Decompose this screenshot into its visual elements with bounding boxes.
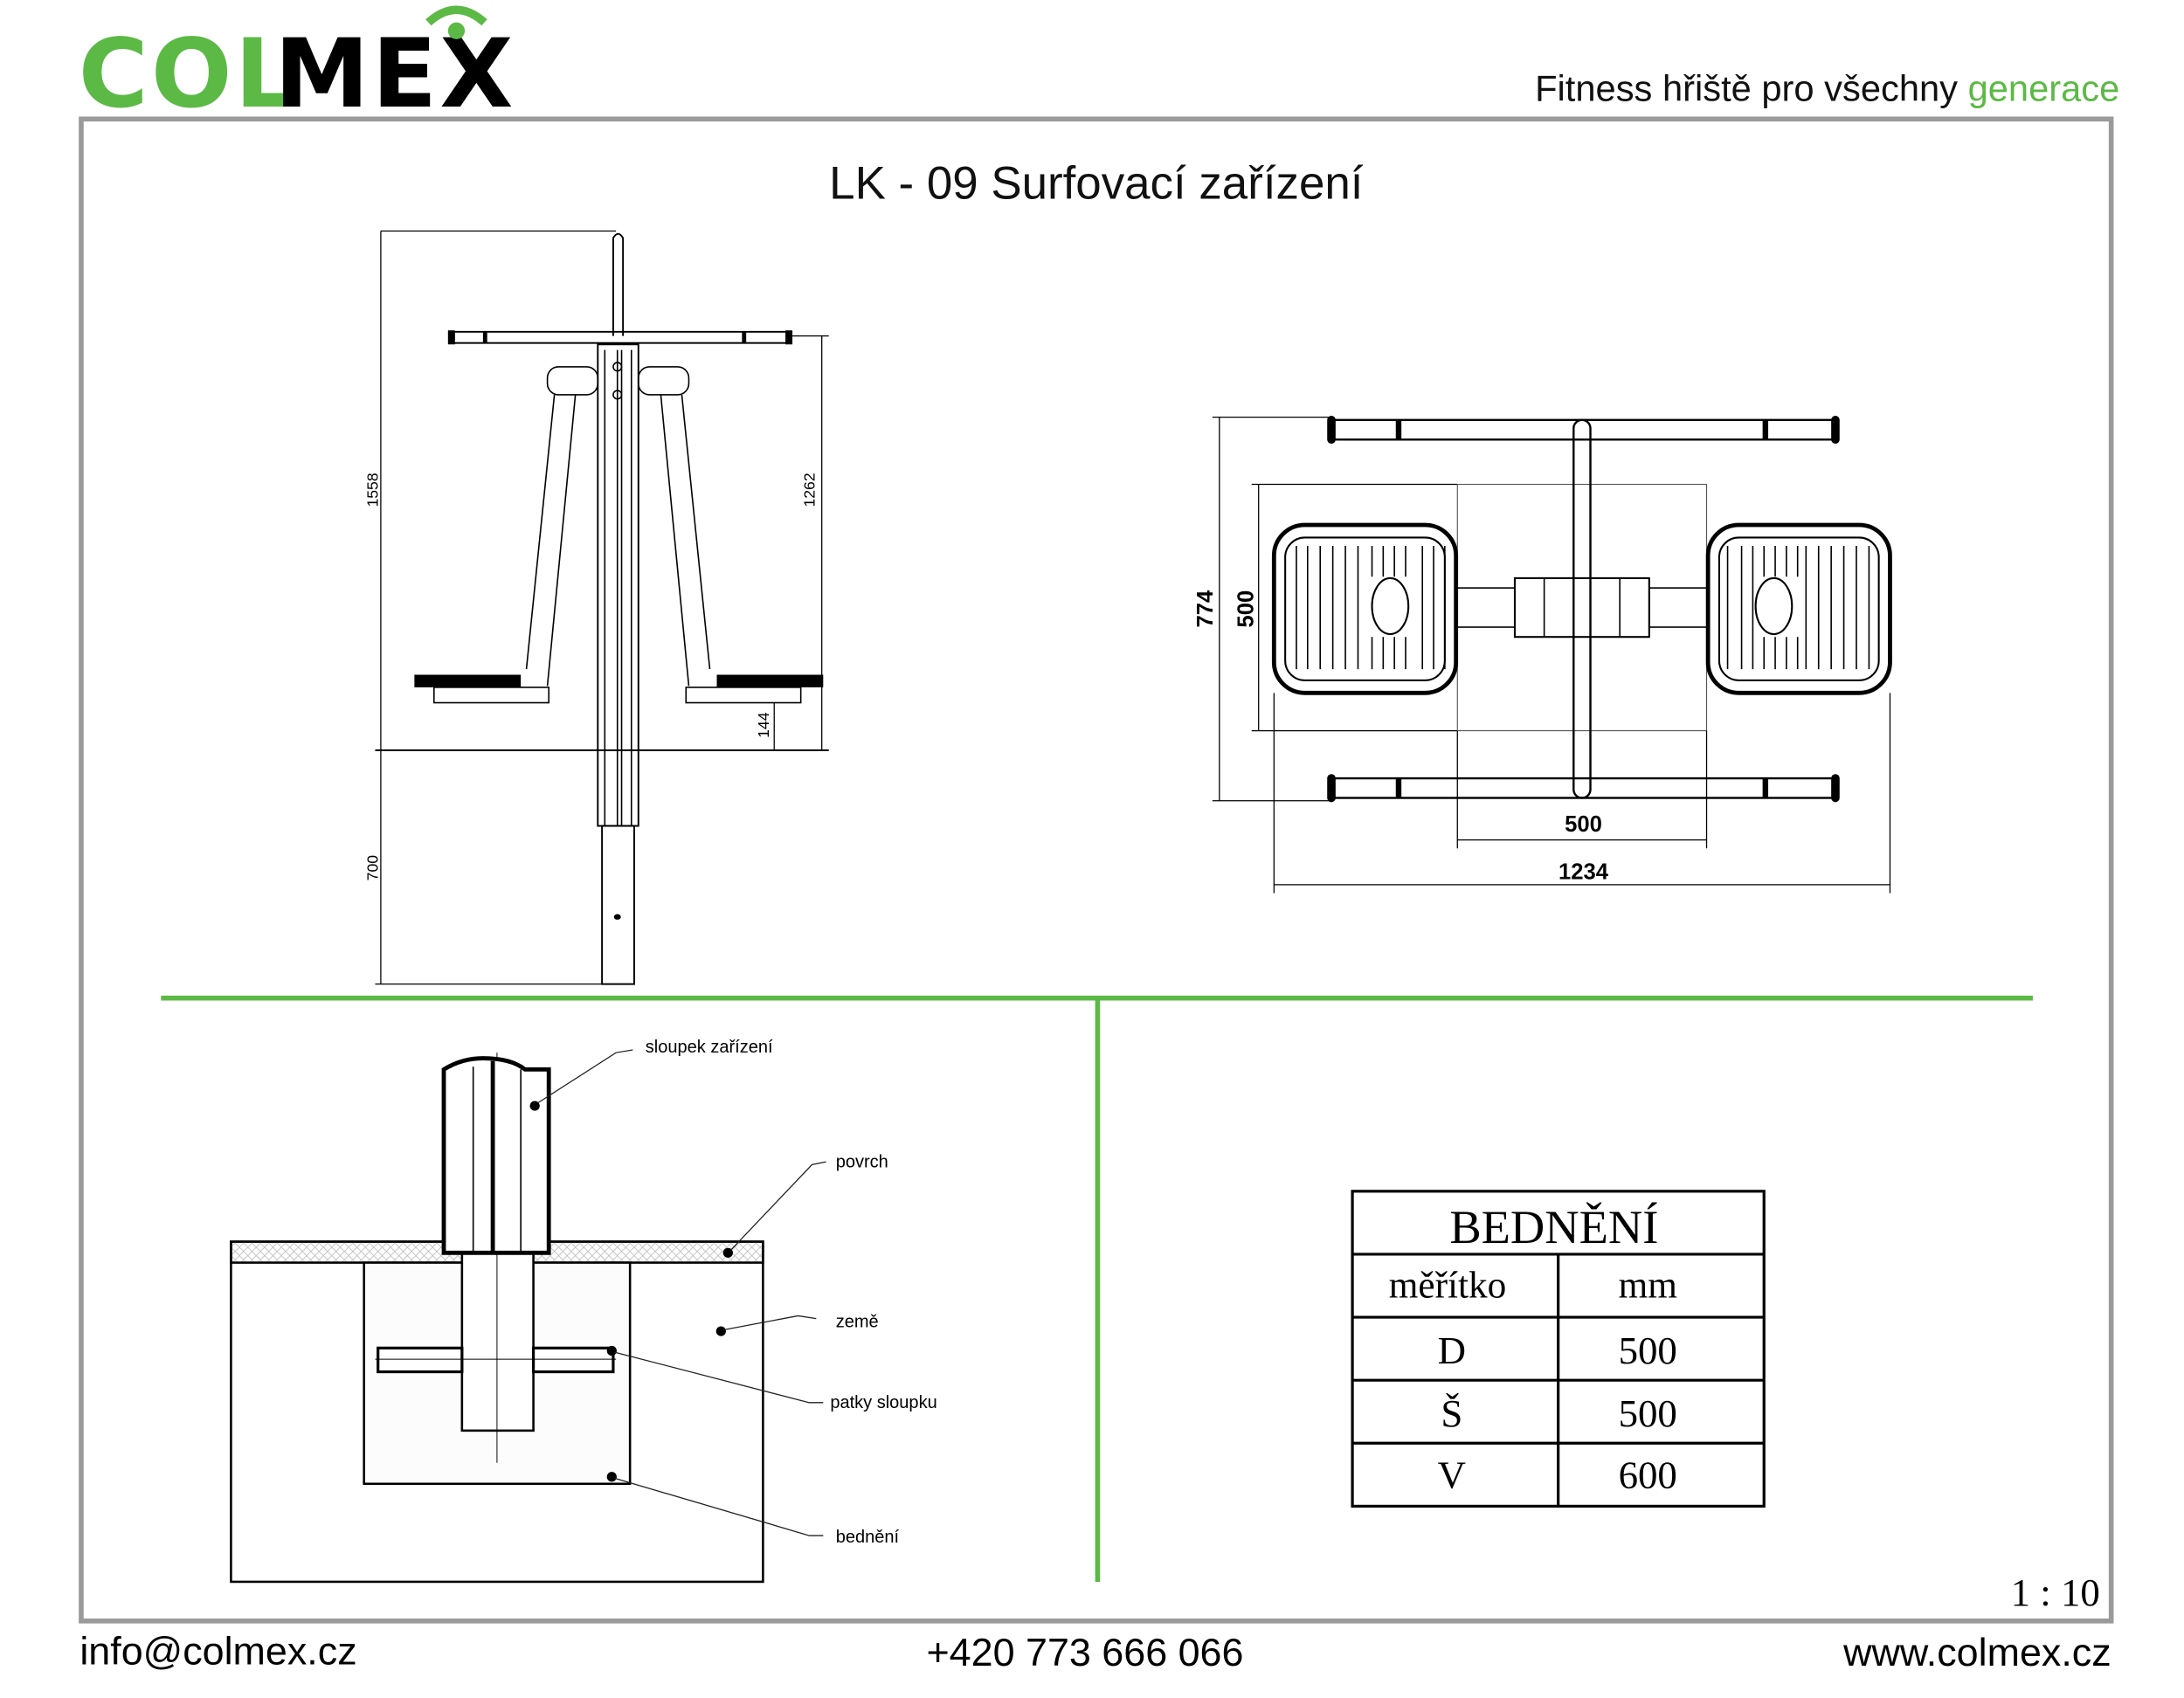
- dim-1262: 1262: [801, 473, 819, 507]
- label-post: sloupek zařízení: [646, 1038, 773, 1057]
- label-feet: patky sloupku: [830, 1393, 936, 1412]
- table-cell: Š: [1441, 1391, 1462, 1435]
- logo-mex: MEX: [274, 18, 516, 129]
- table-cell: 600: [1619, 1453, 1677, 1497]
- table-cell: V: [1438, 1453, 1466, 1497]
- table-cell: D: [1438, 1329, 1466, 1372]
- table-header-scale: měřítko: [1389, 1265, 1507, 1307]
- side-elevation: 1558 700 1262 144: [364, 230, 829, 985]
- label-formwork: bednění: [836, 1528, 900, 1547]
- scale-label: 1 : 10: [2011, 1570, 2100, 1614]
- footer-email[interactable]: info@colmex.cz: [79, 1628, 356, 1673]
- tagline: Fitness hřiště pro všechny generace: [1535, 67, 2119, 108]
- top-view: 774 500 500 1234: [1193, 416, 1892, 894]
- tagline-main: Fitness hřiště pro všechny: [1535, 67, 1967, 108]
- label-ground: země: [836, 1312, 879, 1331]
- signal-icon: [425, 5, 487, 26]
- dim-144: 144: [755, 712, 772, 738]
- table-header-unit: mm: [1619, 1265, 1677, 1307]
- colmex-logo: COL MEX: [79, 5, 516, 129]
- foundation-detail: sloupek zařízení povrch země patky sloup…: [230, 1038, 937, 1584]
- dim-1234: 1234: [1559, 859, 1609, 884]
- footer-web[interactable]: www.colmex.cz: [1842, 1630, 2111, 1674]
- drawing-title: LK - 09 Surfovací zařízení: [829, 158, 1364, 210]
- table-title: BEDNĚNÍ: [1449, 1200, 1658, 1253]
- tagline-accent: generace: [1968, 67, 2120, 108]
- table-cell: 500: [1619, 1391, 1677, 1435]
- dim-774: 774: [1193, 590, 1218, 628]
- logo-col: COL: [79, 18, 299, 129]
- dim-700: 700: [364, 855, 382, 881]
- dim-500-width: 500: [1565, 812, 1602, 837]
- table-cell: 500: [1619, 1329, 1677, 1372]
- sheet-frame: [79, 116, 2114, 1624]
- dim-500-depth: 500: [1234, 590, 1258, 628]
- formwork-table: BEDNĚNÍ měřítko mm D 500 Š 500 V 600: [1351, 1190, 1766, 1508]
- logo-dot: [447, 22, 466, 39]
- dim-1558: 1558: [364, 473, 382, 507]
- label-surface: povrch: [836, 1153, 888, 1172]
- footer-phone: +420 773 666 066: [926, 1630, 1243, 1674]
